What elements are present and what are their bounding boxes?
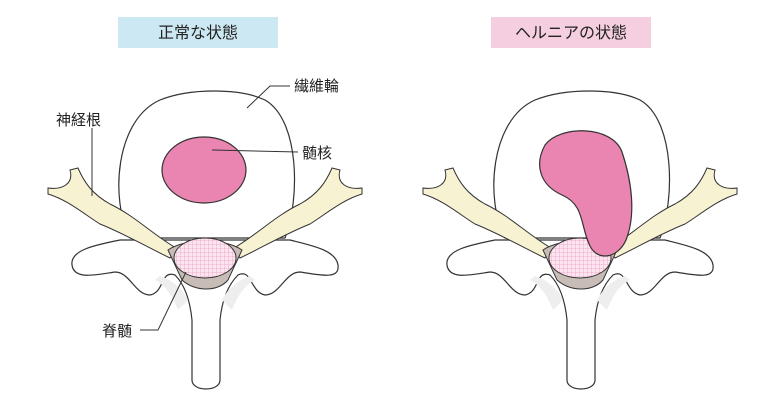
- herniated-nucleus: [539, 130, 633, 257]
- hernia-state-title: ヘルニアの状態: [491, 17, 651, 48]
- annulus-label: 繊維輪: [294, 77, 340, 95]
- nerve-root-label: 神経根: [56, 111, 102, 129]
- spinal-cord-label: 脊髄: [102, 322, 133, 340]
- nucleus-label: 髄核: [302, 144, 333, 162]
- leader-lines: [91, 85, 299, 331]
- normal-state-title: 正常な状態: [118, 17, 278, 48]
- normal-vertebra: [48, 91, 362, 389]
- normal-nucleus: [161, 136, 247, 204]
